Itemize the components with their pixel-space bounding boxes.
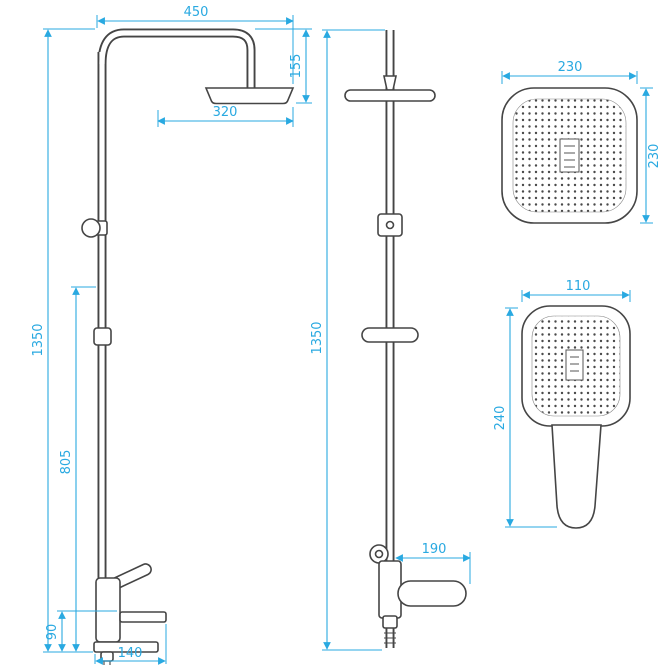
dimension-label-column-length: 805 — [59, 450, 74, 475]
dimension-label-base-depth: 140 — [118, 646, 143, 661]
wall-bracket-knob — [81, 218, 101, 238]
overhead-shower-face-view: 230 230 — [501, 60, 662, 224]
dimension-head-projection: 320 — [157, 105, 294, 127]
mixer-valve-side — [93, 563, 167, 665]
dimension-hand-shower-length: 240 — [493, 307, 557, 528]
slider-holder — [93, 327, 112, 346]
dimension-label-overhead-depth: 230 — [647, 144, 662, 169]
dimension-label-head-projection: 320 — [213, 105, 238, 120]
dimension-overhead-width: 230 — [501, 60, 638, 84]
dimension-overhead-depth: 230 — [640, 87, 662, 224]
shower-arm — [97, 28, 256, 88]
dimension-total-height-side: 1350 — [31, 28, 95, 653]
dimension-label-total-height-side: 1350 — [31, 323, 46, 356]
dimension-arm-reach: 450 — [96, 5, 294, 84]
head-connector-cone — [383, 75, 397, 91]
mixer-body-front — [378, 560, 402, 619]
dimension-label-arm-reach: 450 — [184, 5, 209, 20]
hose-fitting — [382, 615, 398, 629]
dimension-column-length: 805 — [59, 286, 96, 652]
shower-arm-bore — [99, 30, 254, 88]
hose-outlet — [100, 651, 114, 662]
dimension-label-hand-shower-length: 240 — [493, 406, 508, 431]
hand-shower-handle — [551, 424, 602, 529]
dimension-base-depth: 140 — [94, 624, 167, 665]
dimension-total-height-front: 1350 — [310, 29, 385, 651]
wall-bracket — [81, 218, 108, 238]
hose-thread-lines — [384, 632, 396, 644]
wall-bracket-screw — [385, 220, 395, 230]
dimension-label-overhead-width: 230 — [558, 60, 583, 75]
side-view: 450 155 320 1350 805 — [31, 5, 312, 665]
mixer-body — [95, 577, 121, 643]
spout — [397, 580, 467, 607]
dimension-spout-reach: 190 — [395, 542, 471, 584]
dimension-label-total-height-front: 1350 — [310, 321, 325, 354]
wall-bracket-front — [377, 213, 403, 237]
diverter-knob-center — [374, 549, 384, 559]
dimension-label-mixer-drop: 90 — [45, 624, 60, 641]
soap-dish — [361, 327, 419, 343]
hand-shower-logo-marks — [570, 356, 579, 372]
front-view: 1350 190 — [310, 29, 471, 651]
mixer-valve-front — [369, 544, 467, 644]
dimension-hand-shower-width: 110 — [521, 279, 631, 302]
overhead-shower-edge-profile — [344, 89, 436, 102]
dimension-label-hand-shower-width: 110 — [566, 279, 591, 294]
dimension-mixer-drop: 90 — [45, 610, 117, 653]
shower-arm-outline — [97, 28, 256, 88]
dimension-label-head-drop: 155 — [289, 54, 304, 79]
overhead-logo-plate — [559, 138, 580, 173]
hand-shower-logo-plate — [565, 349, 584, 381]
base-plate — [93, 641, 159, 653]
overhead-logo-marks — [564, 145, 575, 168]
shower-shelf — [119, 611, 167, 623]
dimension-head-drop: 155 — [255, 28, 312, 104]
overhead-shower-side-profile — [204, 87, 295, 105]
hand-shower-face-view: 110 240 — [493, 279, 631, 529]
dimension-label-spout-reach: 190 — [422, 542, 447, 557]
